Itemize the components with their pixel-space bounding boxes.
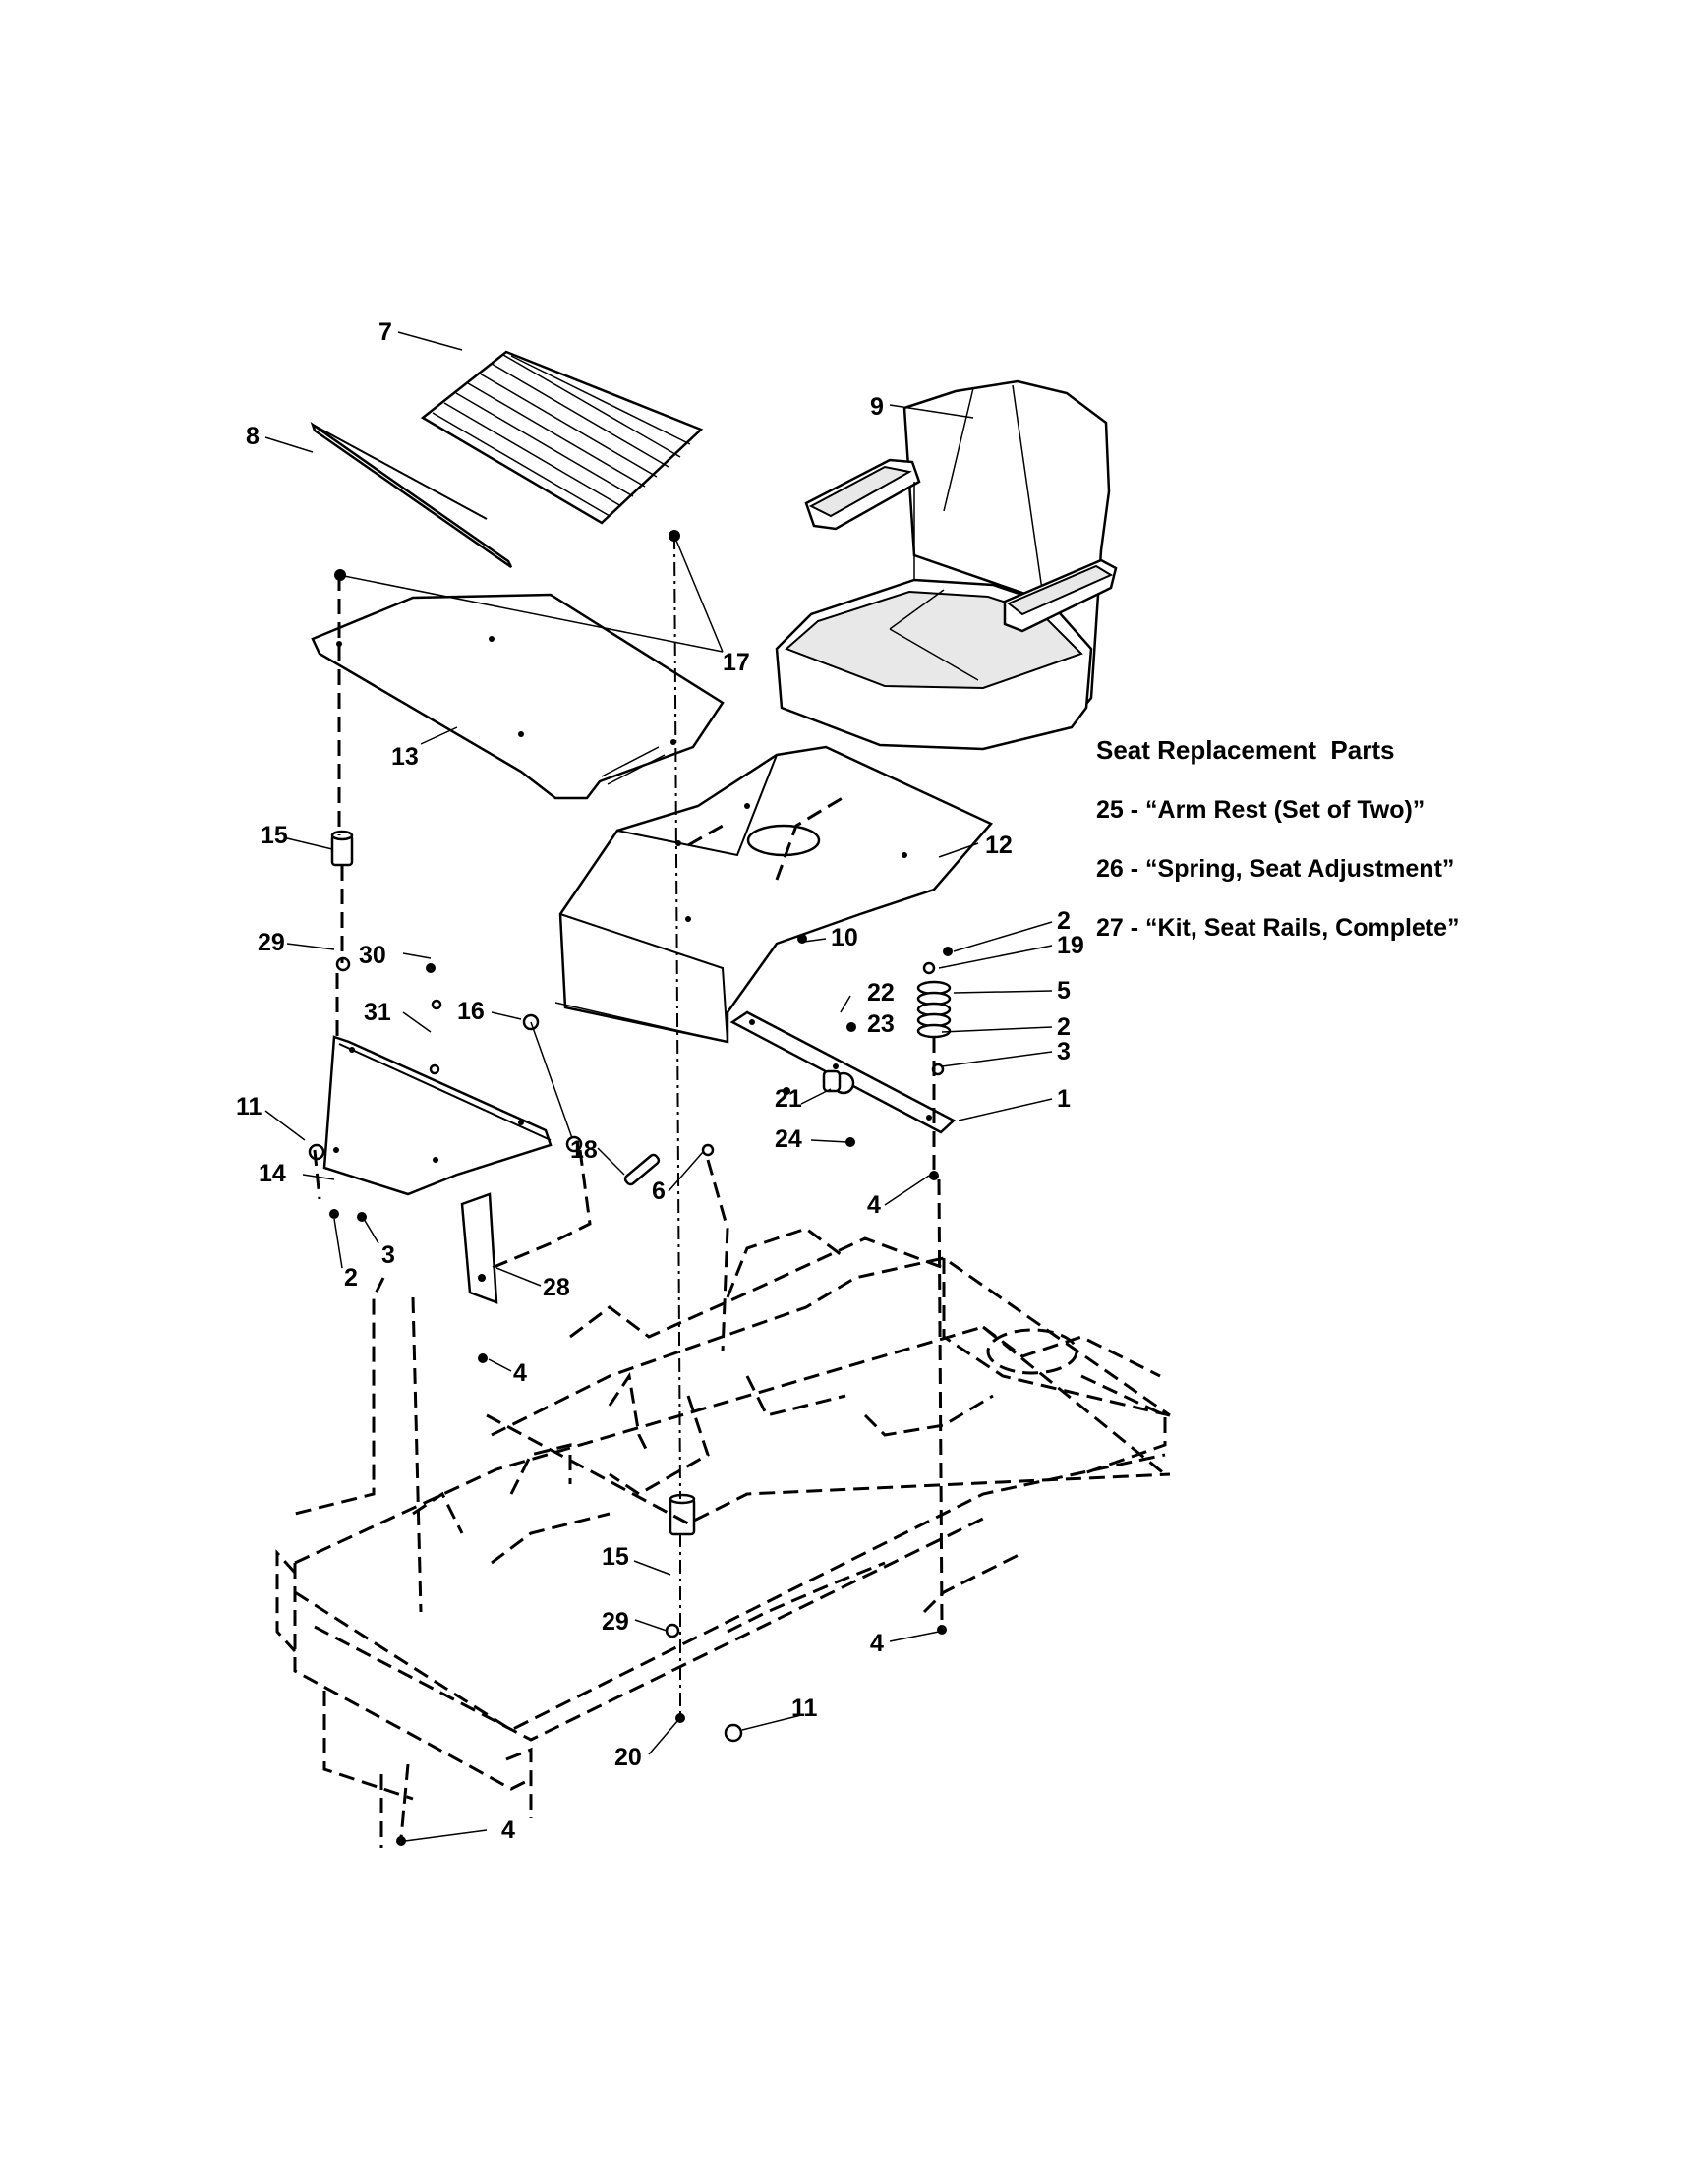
part-12-seat-support — [554, 745, 994, 1044]
callout-11-upper: 11 — [236, 1093, 262, 1121]
assembly-lines — [313, 535, 944, 1848]
callout-6: 6 — [652, 1178, 666, 1205]
callout-18: 18 — [570, 1136, 598, 1164]
legend-item-25: 25 - “Arm Rest (Set of Two)” — [1096, 796, 1425, 824]
part-13-seat-pan — [311, 593, 725, 800]
callout-16: 16 — [457, 998, 485, 1025]
callout-10: 10 — [831, 924, 858, 951]
callout-7: 7 — [378, 318, 392, 346]
callout-5: 5 — [1057, 977, 1071, 1005]
callout-4-frame: 4 — [870, 1630, 884, 1657]
callout-2-bracket: 2 — [344, 1264, 358, 1292]
callout-4-rail: 4 — [867, 1191, 881, 1219]
part-14-bracket — [322, 1035, 553, 1196]
callout-17: 17 — [723, 649, 750, 676]
callout-29-lower: 29 — [602, 1608, 629, 1636]
callout-21: 21 — [775, 1085, 802, 1113]
legend-item-26: 26 - “Spring, Seat Adjustment” — [1096, 855, 1454, 883]
callout-19: 19 — [1057, 932, 1084, 959]
part-9-seat — [775, 379, 1118, 751]
callout-4-bottom: 4 — [501, 1816, 515, 1844]
seat-replacement-legend: Seat Replacement Parts 25 - “Arm Rest (S… — [1096, 735, 1460, 942]
callout-30: 30 — [359, 942, 386, 969]
callout-3-bracket: 3 — [381, 1241, 395, 1269]
part-7-floor-mat — [420, 350, 704, 525]
legend-item-27: 27 - “Kit, Seat Rails, Complete” — [1096, 914, 1460, 942]
leader-lines — [264, 331, 1053, 1842]
part-8-panel — [310, 421, 513, 569]
callout-24: 24 — [775, 1125, 802, 1153]
callout-20: 20 — [614, 1744, 642, 1771]
callout-8: 8 — [246, 423, 260, 450]
callout-11-lower: 11 — [791, 1695, 818, 1722]
callout-1: 1 — [1057, 1085, 1071, 1113]
legend-title: Seat Replacement Parts — [1096, 735, 1394, 765]
callout-13: 13 — [391, 743, 419, 771]
callout-3-rail: 3 — [1057, 1038, 1071, 1065]
callout-numbers: 7 8 9 17 13 12 15 29 30 31 16 10 2 19 5 … — [236, 318, 1084, 1844]
callout-23: 23 — [867, 1010, 895, 1038]
callout-29-upper: 29 — [258, 929, 285, 956]
callout-2-spring: 2 — [1057, 907, 1071, 935]
callout-2-rail: 2 — [1057, 1013, 1071, 1041]
callout-15-lower: 15 — [602, 1543, 629, 1571]
callout-22: 22 — [867, 979, 895, 1006]
callout-31: 31 — [364, 999, 391, 1026]
chassis-frame — [275, 1227, 1171, 1818]
part-28-plate — [460, 1192, 498, 1304]
callout-14: 14 — [259, 1160, 286, 1187]
callout-4-plate: 4 — [513, 1359, 527, 1387]
callout-15-upper: 15 — [261, 822, 288, 849]
callout-9: 9 — [870, 393, 884, 421]
callout-12: 12 — [985, 832, 1013, 859]
callout-28: 28 — [543, 1274, 570, 1301]
part-5-spring — [916, 980, 952, 1039]
